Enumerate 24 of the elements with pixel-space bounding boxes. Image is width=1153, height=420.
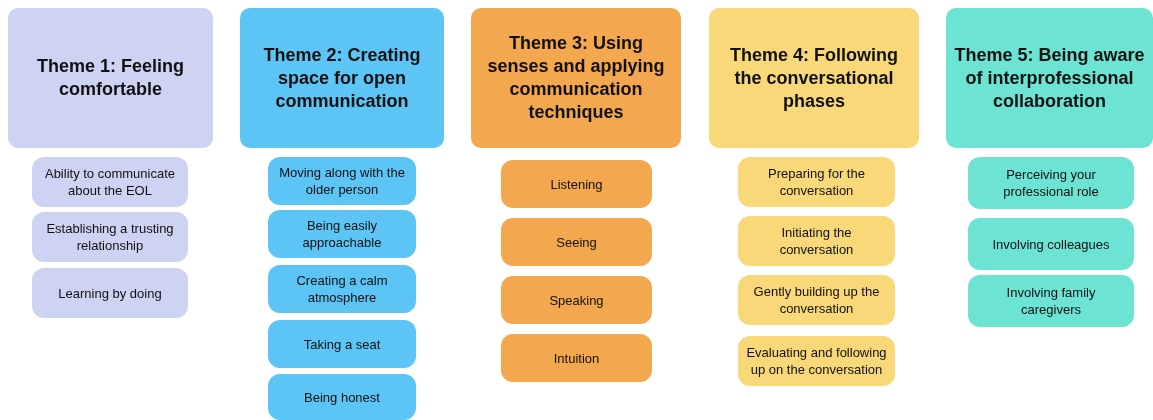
subtheme-box: Involving family caregivers <box>968 275 1134 327</box>
subtheme-box: Moving along with the older person <box>268 157 416 205</box>
subtheme-box: Preparing for the conversation <box>738 157 895 207</box>
subtheme-box: Seeing <box>501 218 652 266</box>
subtheme-box: Being honest <box>268 374 416 420</box>
subtheme-box: Listening <box>501 160 652 208</box>
subtheme-box: Initiating the conversation <box>738 216 895 266</box>
subtheme-box: Gently building up the conversation <box>738 275 895 325</box>
subtheme-box: Involving colleagues <box>968 218 1134 270</box>
subtheme-box: Taking a seat <box>268 320 416 368</box>
subtheme-box: Establishing a trusting relationship <box>32 212 188 262</box>
theme-box: Theme 4: Following the conversational phases <box>709 8 919 148</box>
theme-box: Theme 5: Being aware of interprofessional collaboration <box>946 8 1153 148</box>
subtheme-box: Creating a calm atmosphere <box>268 265 416 313</box>
subtheme-box: Speaking <box>501 276 652 324</box>
subtheme-box: Learning by doing <box>32 268 188 318</box>
theme-box: Theme 2: Creating space for open communication <box>240 8 444 148</box>
subtheme-box: Ability to communicate about the EOL <box>32 157 188 207</box>
subtheme-box: Perceiving your professional role <box>968 157 1134 209</box>
theme-box: Theme 1: Feeling comfortable <box>8 8 213 148</box>
subtheme-box: Intuition <box>501 334 652 382</box>
subtheme-box: Evaluating and following up on the conversation <box>738 336 895 386</box>
subtheme-box: Being easily approachable <box>268 210 416 258</box>
theme-box: Theme 3: Using senses and applying communication techniques <box>471 8 681 148</box>
